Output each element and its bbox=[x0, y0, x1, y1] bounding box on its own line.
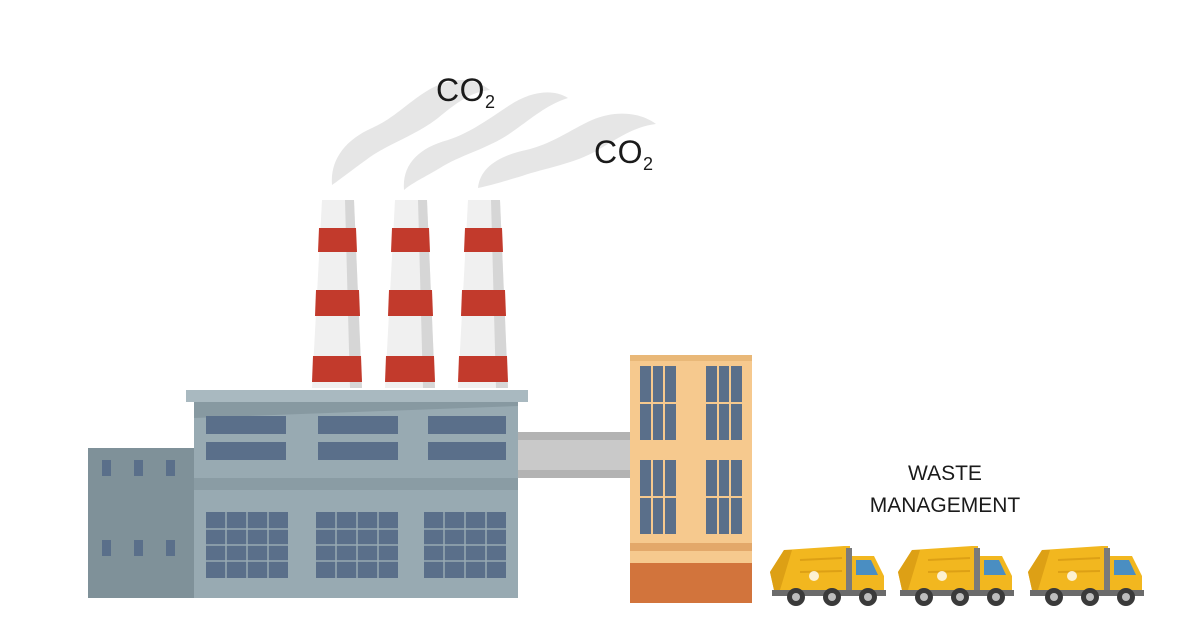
garbage-truck bbox=[770, 546, 886, 606]
co2-label-2-subscript: 2 bbox=[643, 154, 654, 174]
conveyor-pipe bbox=[518, 432, 632, 478]
co2-label-1-subscript: 2 bbox=[485, 92, 496, 112]
smokestacks bbox=[312, 200, 508, 388]
garbage-truck bbox=[898, 546, 1014, 606]
building-base bbox=[630, 563, 752, 603]
smokestack-2 bbox=[385, 200, 435, 388]
garbage-trucks bbox=[770, 546, 1144, 606]
co2-label-1: CO2 bbox=[436, 72, 496, 112]
smoke-plume-3 bbox=[478, 113, 656, 188]
co2-label-1-main: CO bbox=[436, 72, 485, 108]
smokestack-1 bbox=[312, 200, 362, 388]
garbage-truck bbox=[1028, 546, 1144, 606]
waste-label-line-1: WASTE bbox=[908, 462, 982, 485]
factory-roof bbox=[186, 390, 528, 402]
co2-label-2: CO2 bbox=[594, 134, 654, 174]
factory-lower-windows bbox=[206, 512, 506, 578]
factory bbox=[88, 390, 528, 598]
waste-management-label: WASTE MANAGEMENT bbox=[845, 458, 1045, 522]
waste-label-line-2: MANAGEMENT bbox=[869, 494, 1021, 517]
smoke-plume-1 bbox=[331, 79, 490, 185]
smoke-plume-2 bbox=[403, 92, 568, 190]
factory-upper-windows bbox=[206, 416, 506, 460]
co2-label-2-main: CO bbox=[594, 134, 643, 170]
processing-building bbox=[630, 355, 752, 603]
smokestack-3 bbox=[458, 200, 508, 388]
smoke-plumes bbox=[331, 79, 656, 190]
